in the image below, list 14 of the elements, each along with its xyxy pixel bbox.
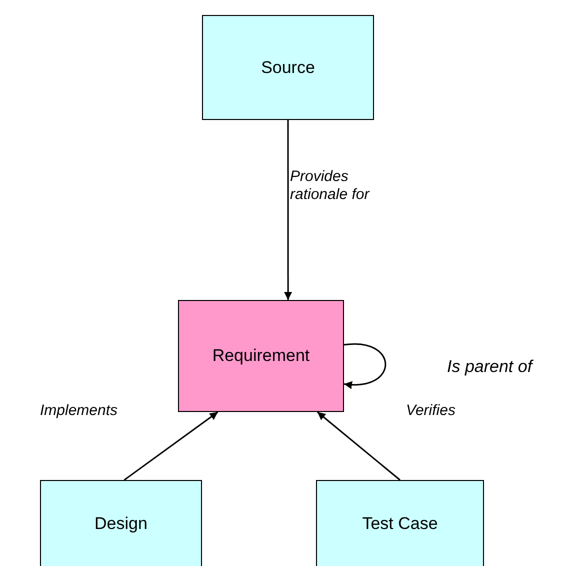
- process-box: [178, 300, 344, 412]
- process-box: [40, 480, 202, 566]
- arrow: [316, 411, 400, 481]
- box-label: Design: [94, 514, 148, 534]
- edge-label: Implements: [40, 402, 118, 420]
- arrow: [124, 411, 218, 481]
- box-label: Source: [261, 58, 315, 78]
- process-box: [202, 15, 374, 120]
- box-label: Test Case: [362, 514, 438, 534]
- process-box: [316, 480, 484, 566]
- edge-label: Is parent of: [447, 358, 532, 376]
- box-label: Requirement: [212, 346, 310, 366]
- arrow: [284, 120, 292, 300]
- arrow: [344, 343, 386, 388]
